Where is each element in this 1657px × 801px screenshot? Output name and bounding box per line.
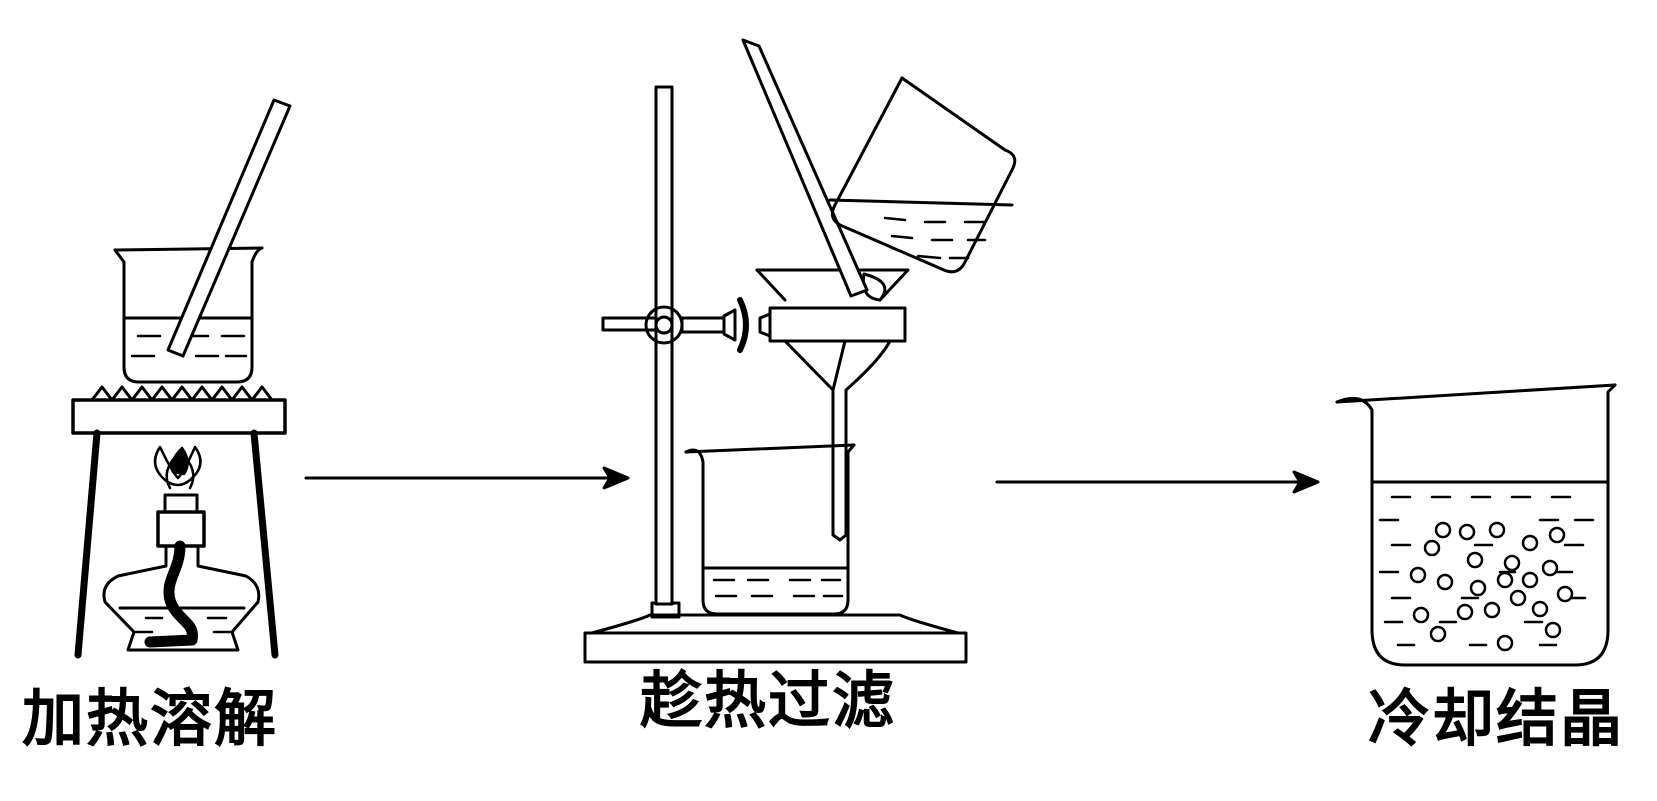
funnel bbox=[755, 268, 910, 542]
wire-gauze bbox=[90, 385, 274, 402]
alcohol-lamp bbox=[102, 493, 261, 652]
beaker-collecting bbox=[684, 443, 856, 616]
flame bbox=[153, 445, 202, 490]
stirring-rod-2 bbox=[741, 38, 869, 298]
step-2-apparatus bbox=[583, 38, 1017, 664]
beaker-crystallizing bbox=[1335, 383, 1617, 667]
step-3-apparatus bbox=[1335, 383, 1617, 667]
tripod-stand bbox=[71, 398, 287, 659]
ring-clamp bbox=[601, 297, 907, 353]
stand-rod bbox=[654, 85, 674, 606]
arrow-1 bbox=[304, 466, 630, 490]
crystals bbox=[1409, 521, 1574, 652]
stirring-rod-1 bbox=[166, 98, 292, 358]
step-label-cool-crystallize: 冷却结晶 bbox=[1368, 682, 1625, 755]
step-1-apparatus bbox=[71, 98, 292, 659]
arrow-2 bbox=[995, 470, 1320, 494]
beaker-pouring bbox=[828, 76, 1017, 274]
beaker-heating bbox=[113, 246, 264, 384]
step-label-heat-dissolve: 加热溶解 bbox=[22, 682, 279, 755]
solution-lines bbox=[1378, 495, 1595, 647]
step-label-hot-filtration: 趁热过滤 bbox=[640, 664, 897, 737]
